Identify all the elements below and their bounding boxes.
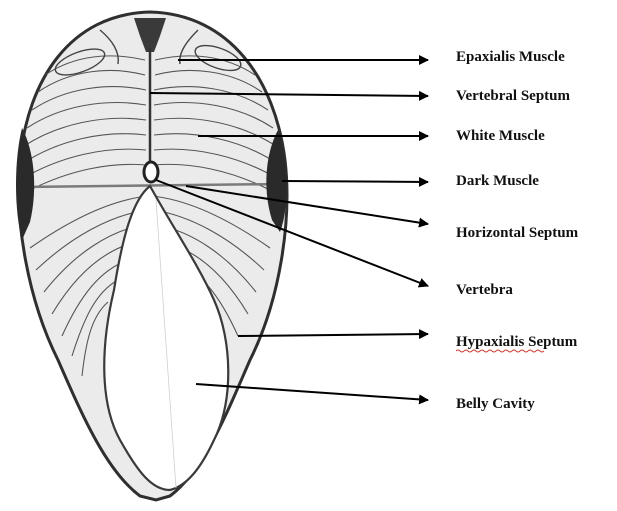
vertebra-shape xyxy=(144,162,158,182)
label-vertebra: Vertebra xyxy=(456,282,513,298)
label-white-muscle: White Muscle xyxy=(456,128,545,144)
arrow-dark-muscle xyxy=(282,181,428,182)
label-epaxialis-muscle: Epaxialis Muscle xyxy=(456,49,565,65)
label-hypaxialis-septum: Hypaxialis Septum xyxy=(456,334,578,350)
label-dark-muscle: Dark Muscle xyxy=(456,173,539,189)
spellcheck-underline xyxy=(456,350,544,352)
label-horizontal-septum: Horizontal Septum xyxy=(456,225,579,241)
arrow-hypaxialis-septum xyxy=(238,334,428,336)
label-vertebral-septum: Vertebral Septum xyxy=(456,88,571,104)
label-belly-cavity: Belly Cavity xyxy=(456,396,535,412)
